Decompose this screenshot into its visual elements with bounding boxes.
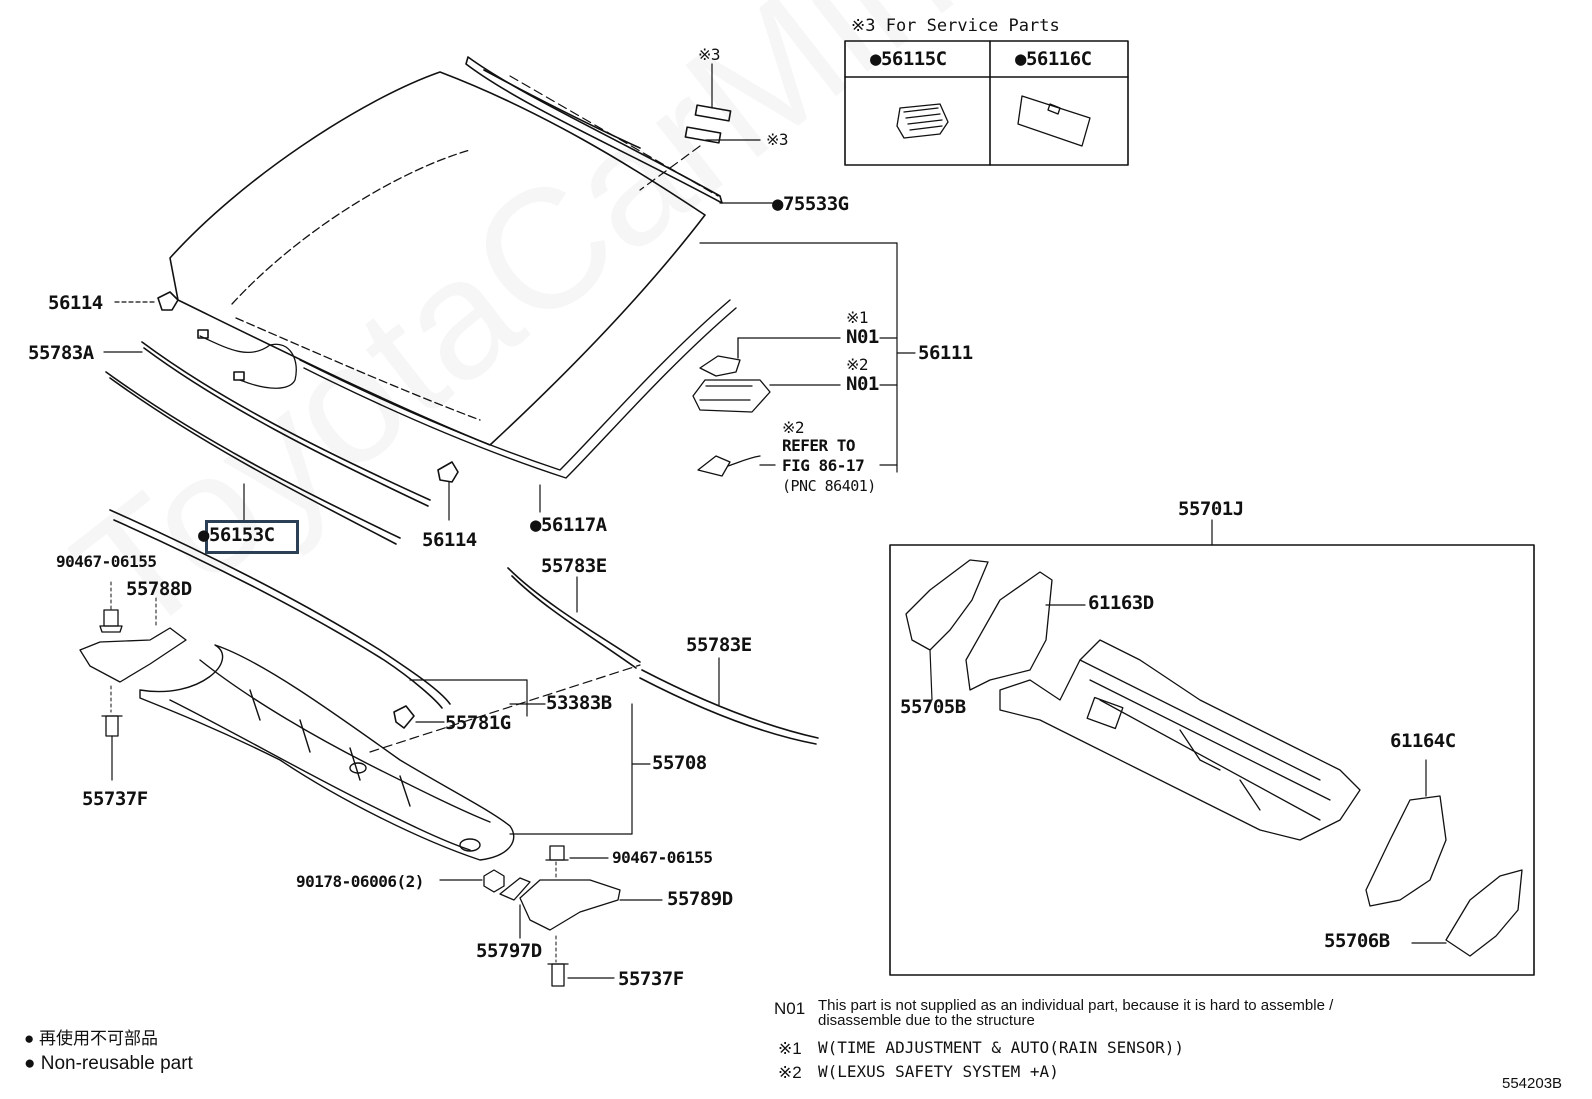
note-m1-code: ※1 <box>778 1039 802 1058</box>
service-col-56115c: ●56115C <box>870 48 947 70</box>
note-n01-text-1: This part is not supplied as an individu… <box>818 997 1334 1014</box>
clip-56115c-icon <box>896 103 949 139</box>
note-n01-code: N01 <box>774 999 806 1018</box>
dash-panel <box>999 639 1361 841</box>
label-90178: 90178-06006(2) <box>296 872 424 891</box>
spacer-56114-top <box>114 291 179 311</box>
side-bracket-55705b <box>905 559 989 701</box>
assembly-box-55701j <box>889 544 1535 976</box>
label-56153c: ●56153C <box>198 524 275 546</box>
label-56111: 56111 <box>918 342 973 364</box>
n01-1-mark: ※1 <box>846 308 869 327</box>
label-55783e-2: 55783E <box>686 634 752 656</box>
spacer-56114-bot <box>437 461 459 521</box>
legend-jp: ● 再使用不可部品 <box>24 1029 158 1048</box>
pad-56116c-icon <box>1017 95 1091 147</box>
label-55783a: 55783A <box>28 342 94 364</box>
strip-55783e-2 <box>639 657 819 745</box>
note-m2-code: ※2 <box>778 1063 802 1082</box>
cowl-panel-55708 <box>139 644 515 861</box>
label-55708: 55708 <box>652 752 707 774</box>
label-56114-top: 56114 <box>48 292 103 314</box>
label-55789d: 55789D <box>667 888 733 910</box>
service-parts-table <box>844 40 1129 166</box>
sensor-camera <box>697 455 776 477</box>
bolt-90467-right <box>545 845 609 861</box>
screw-55737f-right <box>547 935 615 987</box>
molding-55783a <box>103 341 431 507</box>
label-75533g: ●75533G <box>772 193 849 215</box>
nut-90178 <box>439 869 505 893</box>
refer-mark: ※2 <box>782 418 805 437</box>
bracket-55789d <box>519 861 663 931</box>
service-col-56116c: ●56116C <box>1015 48 1092 70</box>
figure-id: 554203B <box>1502 1075 1563 1092</box>
cowl-seal-53383b <box>109 509 451 709</box>
label-53383b: 53383B <box>546 692 612 714</box>
top-moldings <box>465 56 723 204</box>
label-61163d: 61163D <box>1088 592 1154 614</box>
molding-56153c <box>105 371 401 545</box>
bracket-55797d <box>499 877 531 939</box>
label-56117a: ●56117A <box>530 514 607 536</box>
service-strip-top <box>694 104 732 122</box>
label-55737f-left: 55737F <box>82 788 148 810</box>
label-55797d: 55797D <box>476 940 542 962</box>
note-n01-text-2: disassemble due to the structure <box>818 1012 1035 1029</box>
label-55783e-1: 55783E <box>541 555 607 577</box>
label-55781g: 55781G <box>445 712 511 734</box>
n01-2: N01 <box>846 373 879 395</box>
label-55706b: 55706B <box>1324 930 1390 952</box>
mark3-mid: ※3 <box>766 130 789 149</box>
note-m2-text: W(LEXUS SAFETY SYSTEM +A) <box>818 1062 1059 1081</box>
bracket-55788d <box>79 597 187 713</box>
refer-line-1: REFER TO <box>782 436 856 455</box>
bolt-90467-left <box>99 581 123 633</box>
wire-harness <box>197 329 297 389</box>
refer-line-2: FIG 86-17 <box>782 456 865 475</box>
side-panel-61164c <box>1365 759 1447 907</box>
label-55788d: 55788D <box>126 578 192 600</box>
side-bracket-55706b <box>1411 869 1523 957</box>
refer-line-3: (PNC 86401) <box>782 477 876 495</box>
label-90467-right: 90467-06155 <box>612 848 713 867</box>
mark3-top: ※3 <box>698 45 721 64</box>
clip-55781g <box>393 705 445 729</box>
service-parts-title: ※3 For Service Parts <box>851 16 1060 36</box>
highlight-56153c <box>205 520 299 554</box>
note-m1-text: W(TIME ADJUSTMENT & AUTO(RAIN SENSOR)) <box>818 1038 1185 1057</box>
sensor-bracket-1 <box>699 337 841 377</box>
label-55737f-right: 55737F <box>618 968 684 990</box>
service-strip-mid <box>684 126 722 144</box>
screw-55737f-left <box>101 715 123 781</box>
label-56114-bot: 56114 <box>422 529 477 551</box>
label-61164c: 61164C <box>1390 730 1456 752</box>
label-55705b: 55705B <box>900 696 966 718</box>
legend-en: ● Non-reusable part <box>24 1053 193 1074</box>
n01-1: N01 <box>846 326 879 348</box>
side-panel-61163d <box>965 571 1086 691</box>
strip-55783e-1 <box>507 567 641 669</box>
n01-2-mark: ※2 <box>846 355 869 374</box>
sensor-bracket-2 <box>692 379 841 413</box>
label-90467-left: 90467-06155 <box>56 552 157 571</box>
label-55701j: 55701J <box>1178 498 1244 520</box>
windshield-glass <box>169 71 737 479</box>
